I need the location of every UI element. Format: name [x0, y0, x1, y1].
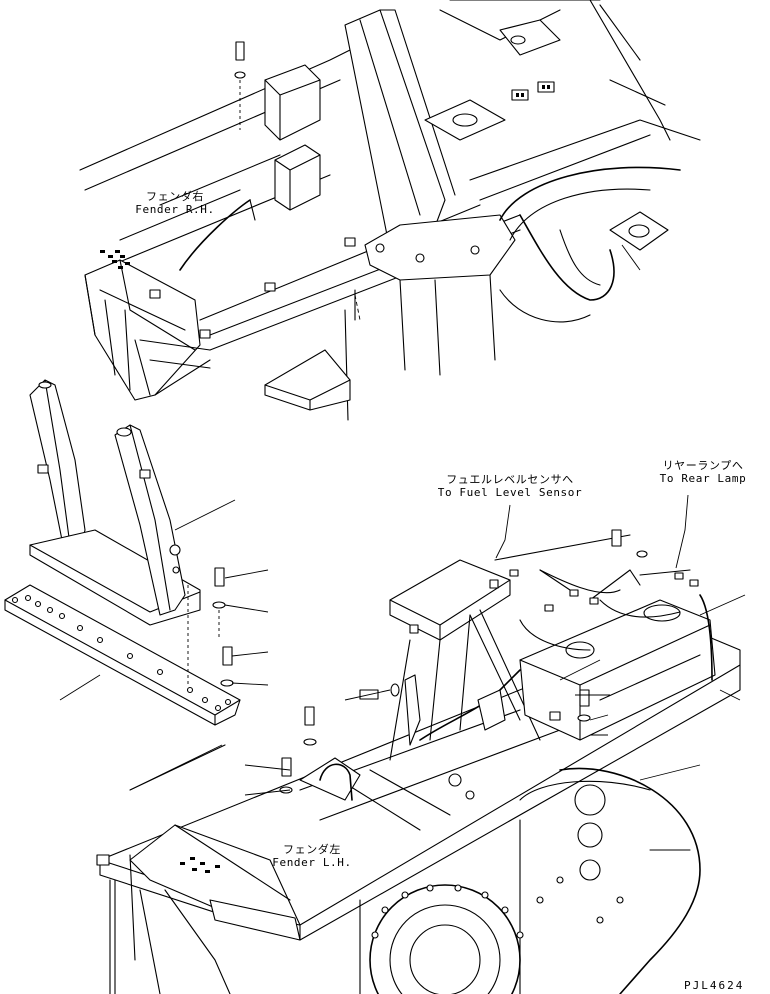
fender-lh-en: Fender L.H. — [272, 856, 352, 869]
fender-rh-en: Fender R.H. — [135, 203, 215, 216]
support-stands — [4, 379, 269, 726]
label-leaders — [495, 494, 689, 569]
fender-rh-jp: フェンダ右 — [146, 190, 204, 203]
fender-lh-label: フェンダ左 Fender L.H. — [262, 843, 362, 869]
fender-rh-holes — [100, 250, 130, 269]
fuel-sensor-label: フュエルレベルセンサへ To Fuel Level Sensor — [420, 473, 600, 499]
flange-bolts — [371, 876, 624, 939]
fender-lh-holes — [180, 857, 220, 873]
fender-lh-jp: フェンダ左 — [283, 843, 341, 856]
drawing-number: PJL4624 — [684, 979, 745, 992]
lower-frame-assembly — [96, 529, 746, 994]
fuel-sensor-jp: フュエルレベルセンサへ — [446, 473, 574, 486]
rear-lamp-en: To Rear Lamp — [659, 472, 747, 485]
rear-lamp-label: リヤーランプへ To Rear Lamp — [648, 459, 758, 485]
fender-rh-label: フェンダ右 Fender R.H. — [120, 190, 230, 216]
plate-holes — [11, 594, 232, 712]
fuel-sensor-en: To Fuel Level Sensor — [437, 486, 583, 499]
rear-lamp-jp: リヤーランプへ — [662, 459, 744, 472]
upper-frame-assembly — [79, 0, 701, 421]
